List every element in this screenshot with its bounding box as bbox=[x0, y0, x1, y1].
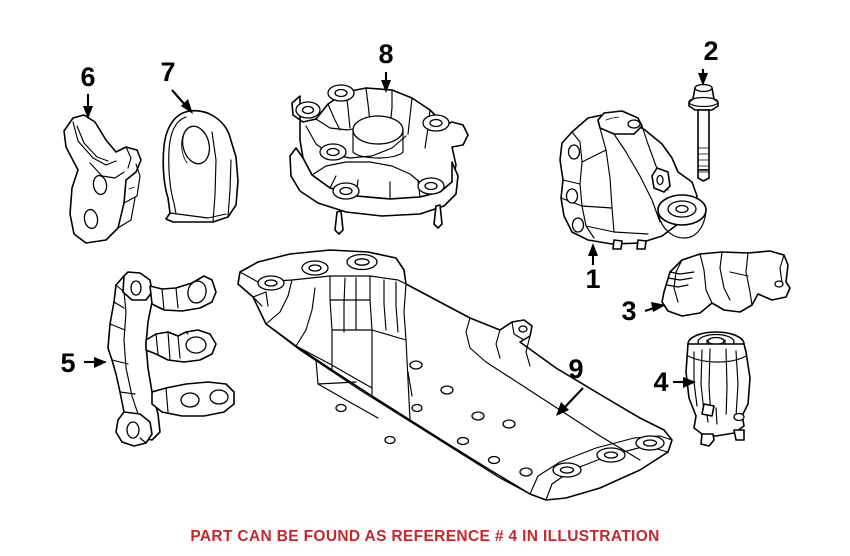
part-3-heat-shield bbox=[661, 250, 791, 317]
caption-bar: PART CAN BE FOUND AS REFERENCE # 4 IN IL… bbox=[0, 528, 850, 546]
part-1-engine-mount-bracket-right bbox=[559, 110, 707, 250]
callout-number-3: 3 bbox=[621, 296, 636, 326]
callout-4-leader bbox=[673, 377, 696, 388]
callout-1-leader bbox=[588, 243, 598, 265]
callout-number-5: 5 bbox=[60, 348, 75, 378]
callout-2-leader bbox=[698, 69, 708, 86]
callout-8-leader bbox=[381, 72, 391, 93]
part-5-support-bracket-left bbox=[107, 271, 235, 447]
part-7-teardrop-mount-bushing bbox=[162, 109, 239, 223]
callout-7-leader bbox=[171, 89, 193, 114]
reference-caption: PART CAN BE FOUND AS REFERENCE # 4 IN IL… bbox=[190, 528, 660, 545]
callout-number-6: 6 bbox=[80, 62, 95, 92]
callout-number-2: 2 bbox=[703, 36, 718, 66]
callout-3-leader bbox=[644, 302, 666, 312]
callout-number-8: 8 bbox=[378, 39, 393, 69]
callout-number-9: 9 bbox=[568, 354, 583, 384]
callout-9-leader bbox=[556, 387, 584, 416]
callout-number-4: 4 bbox=[653, 367, 668, 397]
callout-number-7: 7 bbox=[160, 57, 175, 87]
part-4-hydraulic-engine-mount bbox=[685, 331, 751, 447]
part-2-hex-flange-bolt bbox=[688, 83, 719, 182]
part-9-front-subframe-crossmember bbox=[237, 249, 673, 501]
callout-5-leader bbox=[84, 357, 107, 368]
callout-6-leader bbox=[83, 94, 93, 119]
part-6-curved-torque-arm-bracket bbox=[63, 114, 142, 244]
callout-number-1: 1 bbox=[585, 264, 600, 294]
part-8-transmission-mount-carrier bbox=[289, 84, 469, 235]
